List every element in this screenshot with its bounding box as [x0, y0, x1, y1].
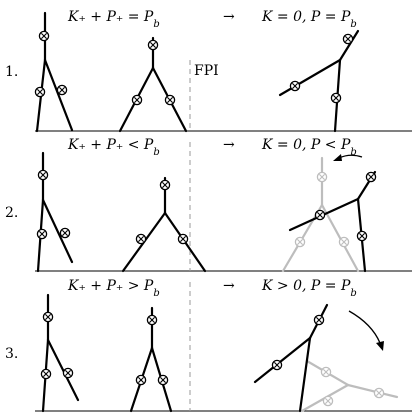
- segment: [253, 336, 312, 384]
- row-2-figure-right: [288, 170, 377, 273]
- mass-marker: [42, 311, 54, 323]
- mass-marker: [37, 169, 49, 181]
- arrow-head: [376, 341, 384, 351]
- row-1-arrow: →: [223, 9, 235, 25]
- row-1-figure-right: [278, 29, 360, 133]
- row-3-mass-markers: [40, 311, 385, 407]
- mass-marker-ghost: [320, 366, 332, 378]
- mass-marker-ghost: [316, 171, 328, 183]
- mass-marker: [159, 179, 171, 191]
- mass-marker: [330, 92, 342, 104]
- segment: [46, 338, 80, 402]
- segment: [320, 203, 360, 273]
- row-3-ghost-figure: [300, 359, 399, 413]
- mass-marker: [36, 228, 48, 240]
- row-1-left-equation: K₊ + P₊ = Pb: [67, 9, 160, 30]
- row-3-arrow: →: [223, 278, 235, 294]
- mass-marker: [164, 94, 176, 106]
- row-2-left-equation: K₊ + P₊ < Pb: [67, 137, 160, 158]
- segment: [278, 58, 342, 97]
- mass-marker: [342, 33, 354, 45]
- mass-marker: [271, 359, 283, 371]
- row-2: K₊ + P₊ < Pb → K = 0, P < Pb 2.: [5, 137, 412, 273]
- mass-marker-ghost: [322, 395, 334, 407]
- mass-marker: [356, 230, 368, 242]
- mass-marker: [56, 84, 68, 96]
- mass-marker-ghost: [373, 387, 385, 399]
- row-3-rotation-arrow: [348, 310, 384, 351]
- segment: [43, 58, 74, 132]
- mass-marker: [34, 86, 46, 98]
- row-3: K₊ + P₊ > Pb → K > 0, P = Pb 3.: [5, 278, 412, 413]
- row-1-mass-markers: [34, 30, 354, 106]
- row-1-number: 1.: [5, 64, 18, 80]
- mass-marker: [59, 227, 71, 239]
- arrow-head: [333, 154, 342, 161]
- row-1-figure-left: [35, 11, 74, 133]
- row-2-right-equation: K = 0, P < Pb: [261, 137, 357, 158]
- row-2-rotation-arrow: [333, 154, 363, 161]
- mass-marker: [38, 30, 50, 42]
- mass-marker-ghost: [294, 236, 306, 248]
- mass-marker: [289, 80, 301, 92]
- mass-marker: [62, 367, 74, 379]
- segment: [298, 336, 312, 413]
- rotation-arrow: [348, 310, 381, 344]
- mass-marker: [314, 209, 326, 221]
- mass-marker: [40, 368, 52, 380]
- mass-marker: [135, 374, 147, 386]
- segment: [41, 198, 74, 264]
- mass-marker: [157, 374, 169, 386]
- mass-marker: [365, 171, 377, 183]
- row-2-arrow: →: [223, 137, 235, 153]
- row-2-figure-middle: [121, 176, 207, 273]
- row-2-mass-markers: [36, 169, 377, 248]
- mass-marker: [135, 233, 147, 245]
- row-3-right-equation: K > 0, P = Pb: [261, 278, 357, 299]
- fpi-label: FPI: [194, 63, 219, 79]
- row-1-figure-middle: [118, 36, 188, 133]
- mass-marker: [313, 314, 325, 326]
- row-1: K₊ + P₊ = Pb → K = 0, P = Pb 1. FPI: [5, 9, 412, 133]
- segment: [346, 383, 399, 399]
- row-1-right-equation: K = 0, P = Pb: [261, 9, 357, 30]
- row-3-number: 3.: [5, 346, 18, 362]
- mass-marker: [131, 94, 143, 106]
- row-2-number: 2.: [5, 205, 18, 221]
- segment: [338, 29, 360, 62]
- row-3-left-equation: K₊ + P₊ > Pb: [67, 278, 160, 299]
- mass-marker: [177, 233, 189, 245]
- mass-marker-ghost: [338, 236, 350, 248]
- mass-marker: [146, 314, 158, 326]
- mass-marker: [147, 39, 159, 51]
